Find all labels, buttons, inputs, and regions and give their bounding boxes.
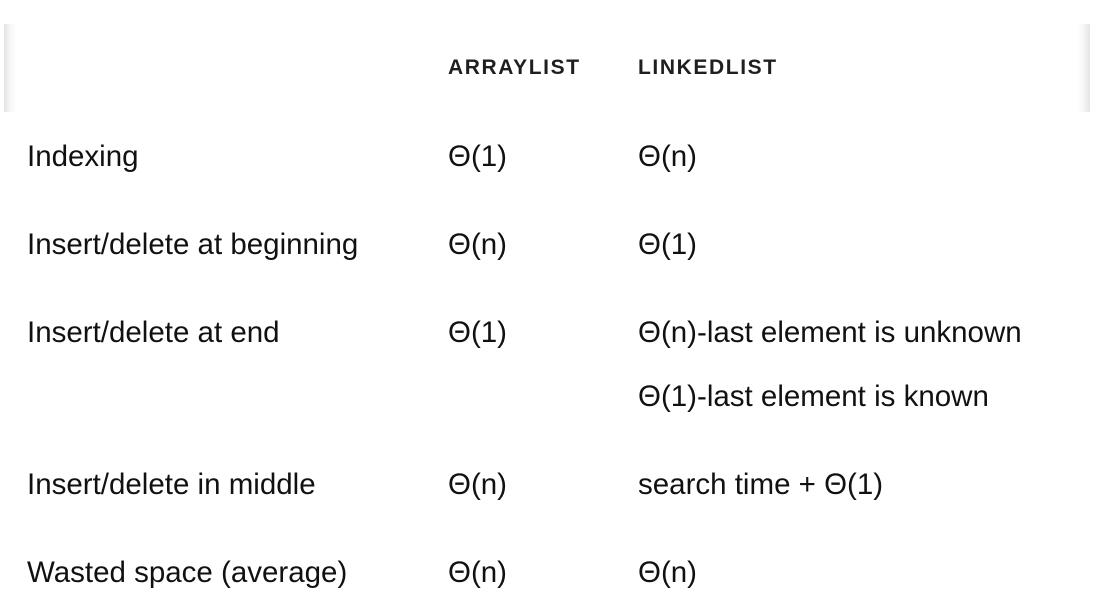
column-header-linkedlist: LINKEDLIST	[638, 56, 778, 79]
operation-cell: Wasted space (average)	[27, 556, 348, 589]
arraylist-cell: Θ(1)	[448, 140, 507, 173]
arraylist-cell: Θ(n)	[448, 556, 507, 589]
linkedlist-cell: search time + Θ(1)	[638, 468, 884, 501]
operation-cell: Insert/delete at beginning	[27, 228, 359, 261]
linkedlist-cell: Θ(n)	[638, 140, 697, 173]
linkedlist-cell: Θ(1)	[638, 228, 697, 261]
table-header-row	[4, 24, 1090, 112]
operation-cell: Insert/delete at end	[27, 316, 280, 349]
arraylist-cell: Θ(1)	[448, 316, 507, 349]
operation-cell: Insert/delete in middle	[27, 468, 316, 501]
operation-cell: Indexing	[27, 140, 139, 173]
linkedlist-cell: Θ(n)	[638, 556, 697, 589]
linkedlist-cell-line-2: Θ(1)-last element is known	[638, 380, 989, 413]
arraylist-cell: Θ(n)	[448, 468, 507, 501]
linkedlist-cell-line-1: Θ(n)-last element is unknown	[638, 316, 1022, 349]
arraylist-cell: Θ(n)	[448, 228, 507, 261]
column-header-arraylist: ARRAYLIST	[448, 56, 581, 79]
